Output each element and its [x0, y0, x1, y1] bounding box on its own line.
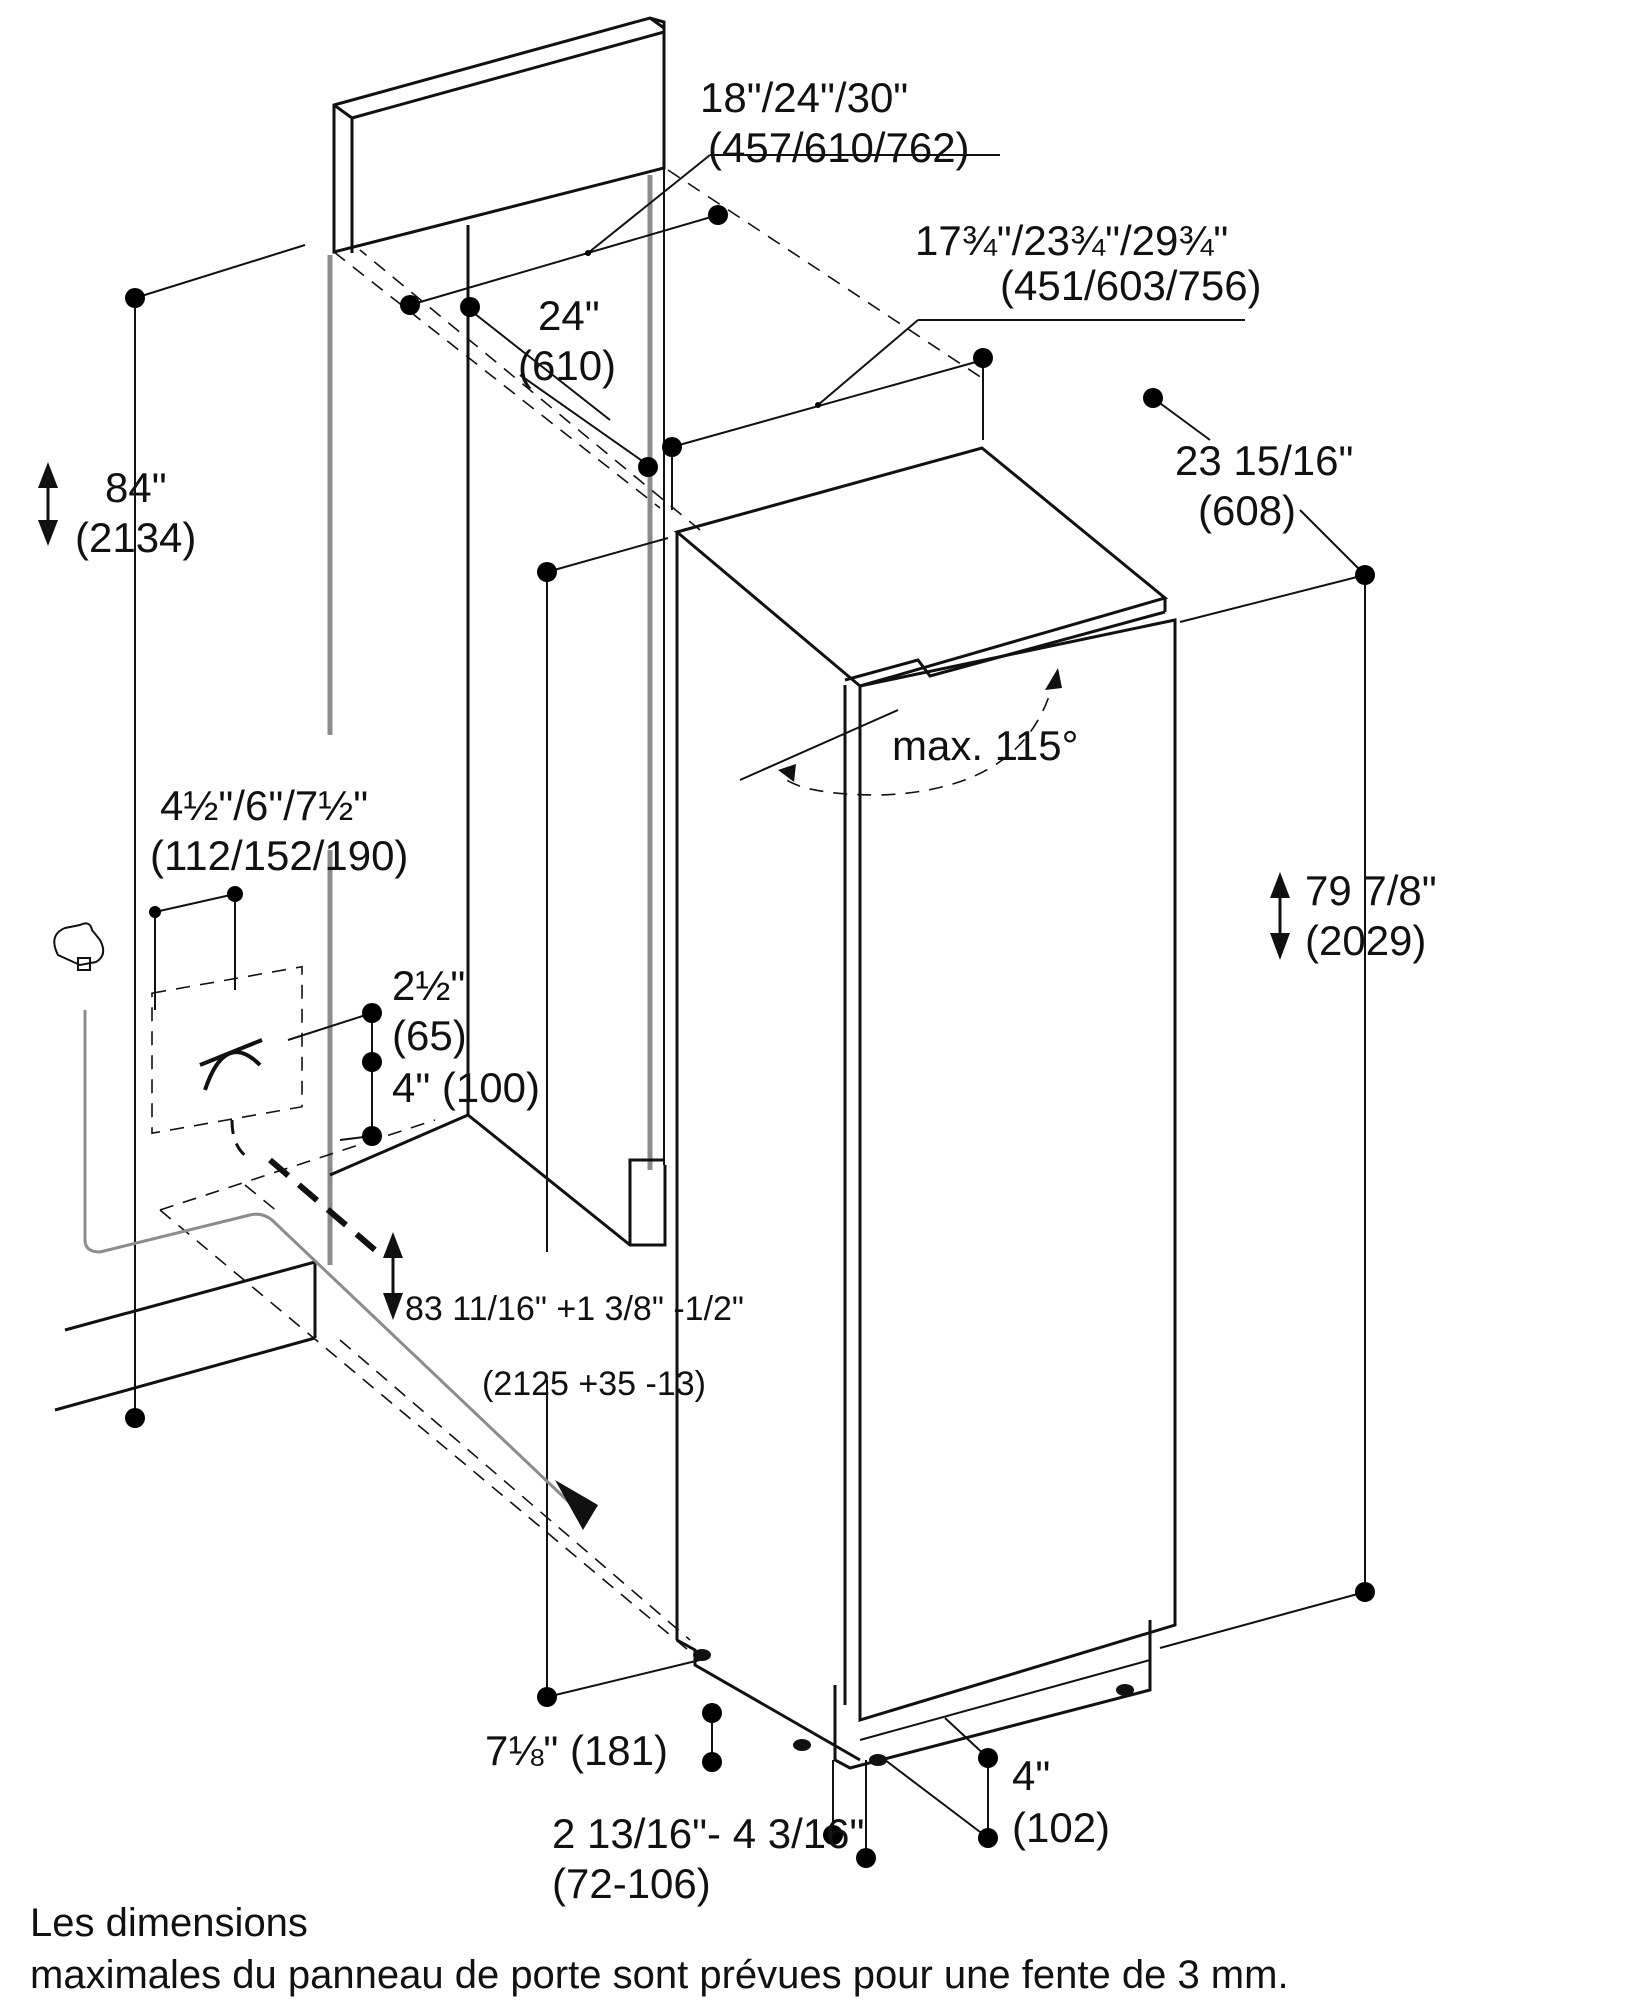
- niche-width-mm: (451/603/756): [1000, 262, 1262, 309]
- niche-depth-in: 24": [538, 292, 600, 339]
- note-line-2: maximales du panneau de porte sont prévu…: [30, 1953, 1289, 1997]
- outlet-h1-in: 2½": [392, 962, 465, 1009]
- foot-depth-in: 4": [1012, 1752, 1050, 1799]
- door-swing-arrow: [739, 668, 1062, 796]
- water-connection: [53, 922, 598, 1530]
- projection-lines: [159, 169, 986, 1661]
- niche-height-mm: (2125 +35 -13): [482, 1365, 706, 1403]
- height-arrow-83: [383, 1232, 403, 1320]
- outlet-h1-mm: (65): [392, 1012, 467, 1059]
- outlet-offset-in: 4½"/6"/7½": [160, 782, 368, 829]
- niche-height-in: 83 11/16" +1 3/8" -1/2": [405, 1290, 744, 1328]
- appliance-height-in: 79 7/8": [1305, 867, 1437, 914]
- cabinet-walls: [54, 168, 667, 1412]
- foot-depth-mm: (102): [1012, 1804, 1110, 1851]
- dimension-lines: [134, 154, 1366, 1858]
- height-arrow-84: [38, 462, 58, 546]
- panel-width-mm: (457/610/762): [708, 124, 970, 171]
- niche-width-in: 17¾"/23¾"/29¾": [915, 217, 1228, 264]
- appliance-depth-mm: (608): [1198, 487, 1296, 534]
- height-arrow-79: [1270, 872, 1290, 960]
- niche-depth-mm: (610): [518, 342, 616, 389]
- outlet-h2: 4" (100): [392, 1064, 540, 1111]
- panel-width-in: 18"/24"/30": [700, 74, 908, 121]
- note-line-1: Les dimensions: [30, 1901, 308, 1945]
- appliance-body: [673, 446, 1177, 1770]
- dimension-dots: [125, 205, 1375, 1868]
- door-swing-label: max. 115°: [892, 722, 1078, 769]
- appliance-depth-in: 23 15/16": [1175, 437, 1353, 484]
- foot-height-mm: (72-106): [552, 1860, 711, 1907]
- soffit-panel: [332, 16, 666, 254]
- foot-height-in: 2 13/16"- 4 3/16": [552, 1810, 864, 1857]
- appliance-height-mm: (2029): [1305, 917, 1426, 964]
- outlet-offset-mm: (112/152/190): [150, 832, 408, 879]
- outlet-box: [151, 965, 303, 1135]
- total-height-mm: (2134): [75, 514, 196, 561]
- plinth-dim: 7⅛" (181): [485, 1727, 668, 1774]
- faucet-icon: [53, 922, 105, 971]
- total-height-in: 84": [105, 464, 167, 511]
